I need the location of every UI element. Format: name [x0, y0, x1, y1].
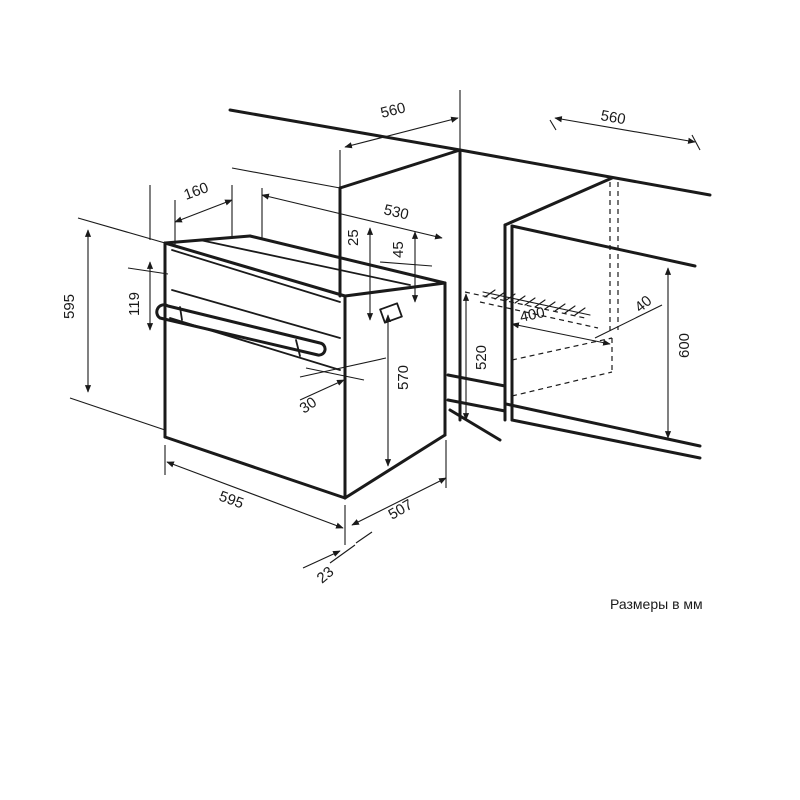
- dim-oven-width: 595: [217, 488, 246, 513]
- dim-cabinet-height: 600: [676, 333, 693, 358]
- dim-top-gap: 25: [345, 229, 362, 246]
- oven-handle: [155, 303, 327, 357]
- dim-vent-gap: 40: [632, 292, 656, 316]
- dim-top-offset: 45: [390, 241, 407, 258]
- units-caption: Размеры в мм: [610, 596, 703, 612]
- dim-handle-depth: 30: [297, 394, 320, 417]
- dim-cabinet-depth-left: 560: [379, 99, 407, 122]
- dim-oven-depth-top: 530: [382, 201, 410, 223]
- vent-slot-hatch: [482, 289, 591, 316]
- dim-opening-depth: 400: [518, 304, 546, 326]
- dimension-lines: [69, 90, 701, 569]
- dim-panel-height: 119: [126, 292, 143, 316]
- dim-rear-offset: 160: [182, 179, 211, 204]
- hidden-edges: [459, 182, 619, 410]
- dim-cabinet-depth-right: 560: [599, 107, 627, 128]
- dim-front-thickness: 23: [314, 563, 338, 587]
- dim-niche-height: 520: [473, 345, 490, 370]
- dim-oven-height: 595: [61, 294, 78, 319]
- cabinet-outline: [228, 108, 712, 460]
- dim-inner-height: 570: [395, 365, 412, 390]
- dim-body-depth: 507: [386, 496, 416, 523]
